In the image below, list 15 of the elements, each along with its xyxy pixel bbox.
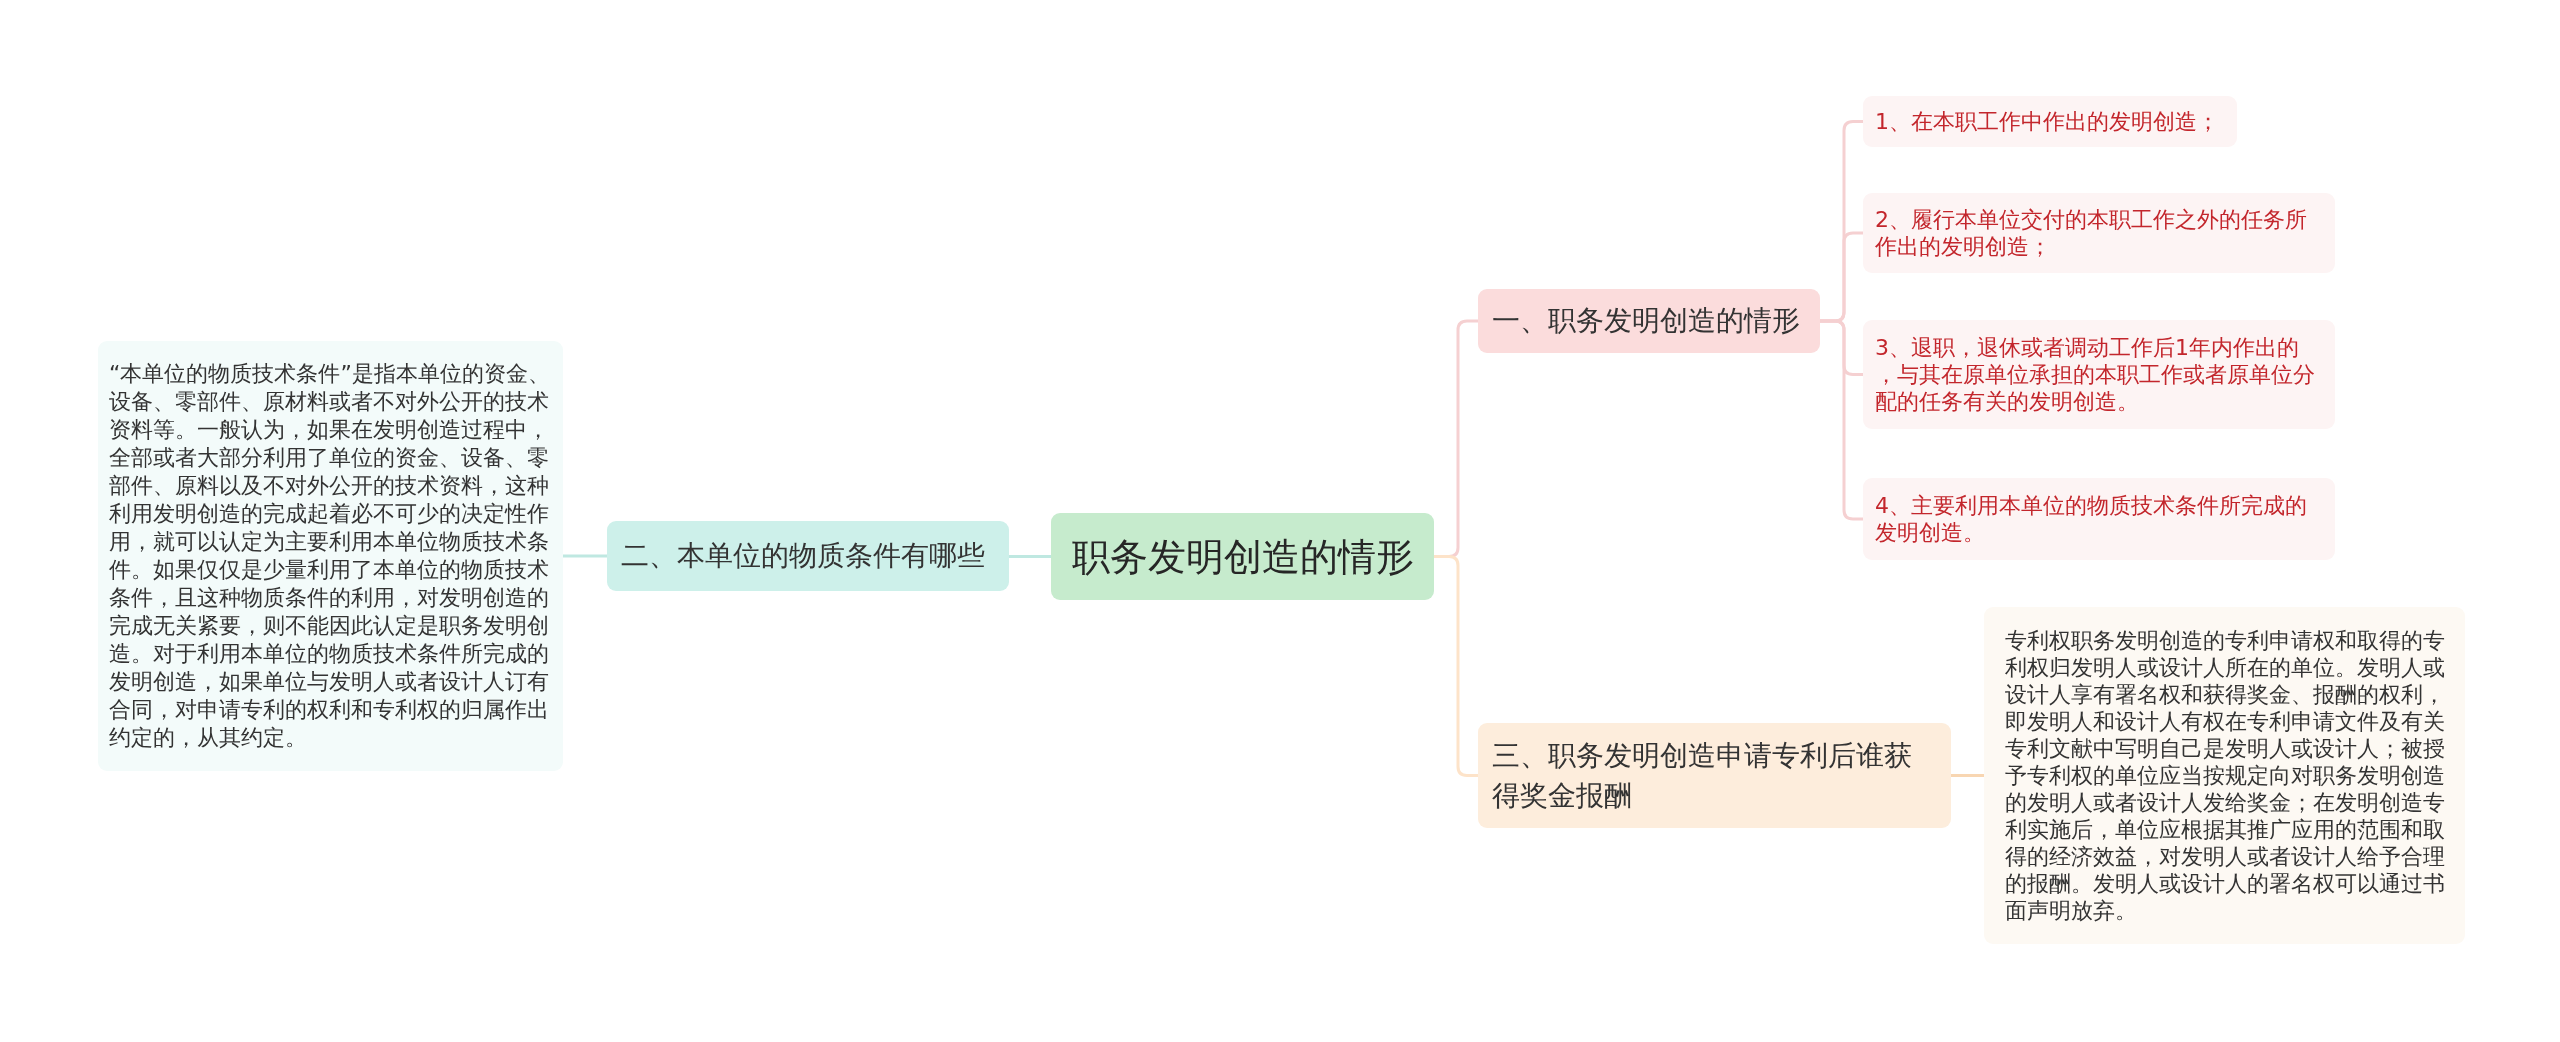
note-box: 2、履行本单位交付的本职工作之外的任务所作出的发明创造； [1863, 193, 2335, 273]
topic-box: 二、本单位的物质条件有哪些 [607, 521, 1009, 591]
topic-box: 三、职务发明创造申请专利后谁获得奖金报酬 [1478, 723, 1951, 828]
note-box: 3、退职，退休或者调动工作后1年内作出的，与其在原单位承担的本职工作或者原单位分配的任务有关的发明创造。 [1863, 320, 2335, 429]
topic-box: 一、职务发明创造的情形 [1478, 289, 1820, 353]
note-box: “本单位的物质技术条件”是指本单位的资金、设备、零部件、原材料或者不对外公开的技术资料等。一般认为，如果在发明创造过程中，全部或者大部分利用了单位的资金、设备、零部件、原料以及不对外公开的技术资料，这种利用发明创造的完成起着必不可少的决定性作用，就可以认定为主要利用本单位物质技术条件。如果仅仅是少量利用了本单位的物质技术条件，且这种物质条件的利用，对发明创造的完成无关紧要，则不能因此认定是职务发明创造。对于利用本单位的物质技术条件所完成的发明创造，如果单位与发明人或者设计人订有合同，对申请专利的权利和专利权的归属作出约定的，从其约定。 [98, 341, 563, 771]
connector-line [1951, 774, 1984, 777]
connector-line [563, 554, 607, 558]
note-box: 4、主要利用本单位的物质技术条件所完成的发明创造。 [1863, 478, 2335, 560]
central-topic-box: 职务发明创造的情形 [1051, 513, 1434, 600]
connector-line [1820, 319, 1863, 521]
connector-line [1009, 555, 1051, 558]
note-box: 1、在本职工作中作出的发明创造； [1863, 96, 2237, 147]
connector-line [1434, 555, 1478, 777]
note-box: 专利权职务发明创造的专利申请权和取得的专利权归发明人或设计人所在的单位。发明人或设计人享有署名权和获得奖金、报酬的权利，即发明人和设计人有权在专利申请文件及有关专利文献中写明自己是发明人或设计人；被授予专利权的单位应当按规定向对职务发明创造的发明人或者设计人发给奖金；在发明创造专利实施后，单位应根据其推广应用的范围和取得的经济效益，对发明人或者设计人给予合理的报酬。发明人或设计人的署名权可以通过书面声明放弃。 [1984, 607, 2465, 944]
